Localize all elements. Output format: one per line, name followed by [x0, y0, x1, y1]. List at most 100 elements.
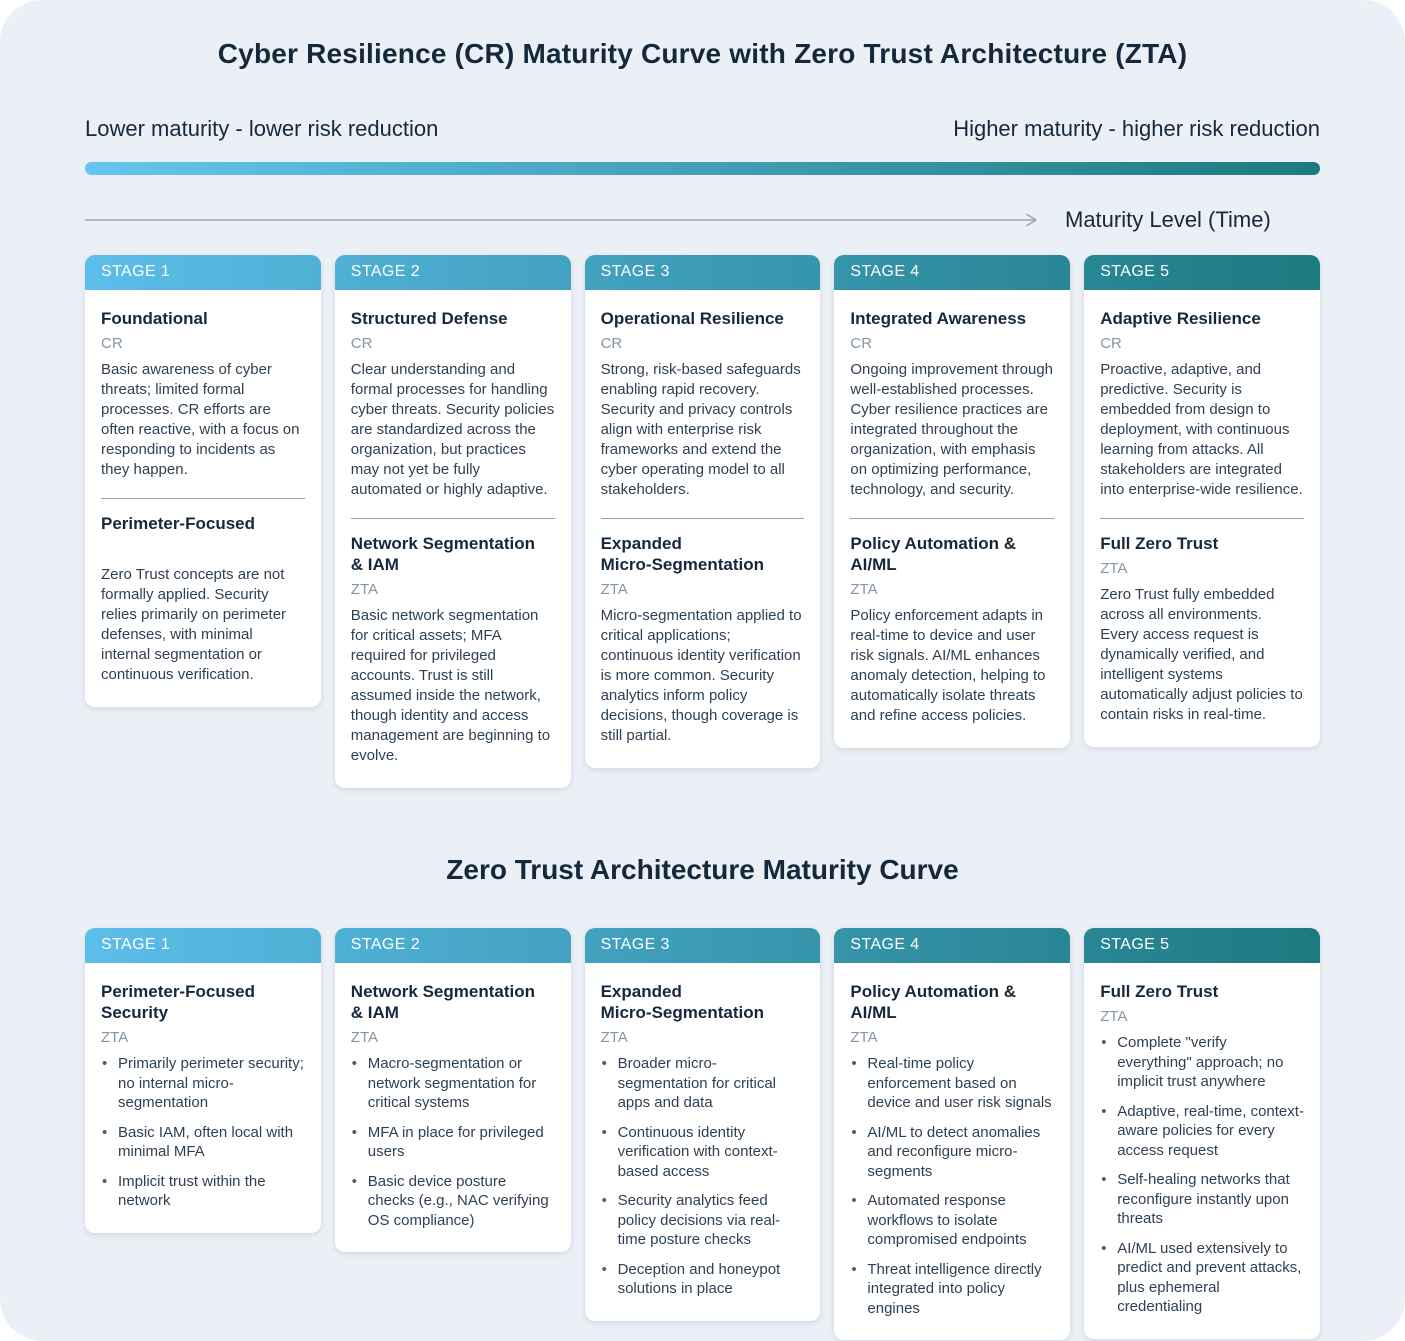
zta-stage-3-header: STAGE 3: [584, 927, 821, 963]
zta-block-text: Micro-segmentation applied to critical a…: [600, 607, 802, 744]
bullet-text: Threat intelligence directly integrated …: [867, 1260, 1042, 1317]
bullet-text: Deception and honeypot solutions in plac…: [617, 1260, 781, 1298]
zta-stage-title: Expanded Micro-Segmentation: [600, 981, 764, 1023]
bullet-item: Automated response workflows to isolate …: [850, 1191, 1054, 1250]
card-divider: [600, 517, 805, 519]
zta-tag: ZTA: [600, 581, 628, 599]
cr-stage-5-card: STAGE 5 Adaptive Resilience CR Proactive…: [1084, 255, 1320, 747]
card-divider: [101, 497, 305, 499]
zta-cards-row: STAGE 1 Perimeter-Focused Security ZTA P…: [85, 927, 1320, 1341]
bullet-text: Primarily perimeter security; no interna…: [118, 1055, 304, 1112]
cr-stage-1-body: Foundational CR Basic awareness of cyber…: [85, 290, 321, 707]
zta-bullet-list: Broader micro-segmentation for critical …: [601, 1054, 805, 1299]
zta-tag: ZTA: [850, 581, 878, 599]
zta-block-text: Zero Trust fully embedded across all env…: [1100, 586, 1303, 723]
stage-label: STAGE 1: [101, 263, 171, 280]
bullet-item: Basic IAM, often local with minimal MFA: [101, 1123, 305, 1162]
maturity-axis-arrow-icon: [85, 213, 1037, 227]
zta-tag: [101, 540, 305, 557]
zta-section-title: Zero Trust Architecture Maturity Curve: [446, 853, 959, 885]
cr-block-title: Operational Resilience: [600, 309, 784, 328]
cr-block-text: Basic awareness of cyber threats; limite…: [101, 361, 300, 478]
cr-stage-1-header: STAGE 1: [85, 255, 321, 290]
bullet-item: Deception and honeypot solutions in plac…: [601, 1260, 805, 1299]
bullet-text: AI/ML to detect anomalies and reconfigur…: [867, 1123, 1041, 1180]
cr-block-title: Integrated Awareness: [850, 309, 1027, 328]
zta-bullet-list: Primarily perimeter security; no interna…: [101, 1054, 305, 1211]
zta-tag: ZTA: [350, 1029, 379, 1047]
cr-stage-2-header: STAGE 2: [334, 255, 571, 290]
zta-tag: ZTA: [850, 1029, 878, 1047]
zta-stage-title: Policy Automation & AI/ML: [850, 981, 1016, 1023]
cr-stage-5-body: Adaptive Resilience CR Proactive, adapti…: [1084, 290, 1320, 747]
cr-tag: CR: [350, 335, 373, 353]
zta-stage-title: Network Segmentation & IAM: [350, 981, 535, 1023]
zta-bullet-list: Macro-segmentation or network segmentati…: [351, 1054, 555, 1230]
cr-block-text: Ongoing improvement through well-establi…: [850, 361, 1054, 498]
cr-stage-3-header: STAGE 3: [584, 255, 821, 290]
stage-label: STAGE 5: [1100, 263, 1170, 280]
bullet-text: Broader micro-segmentation for critical …: [617, 1055, 776, 1112]
zta-stage-1-card: STAGE 1 Perimeter-Focused Security ZTA P…: [85, 927, 321, 1233]
zta-tag: ZTA: [600, 1029, 628, 1047]
cr-tag: CR: [600, 335, 623, 353]
bullet-text: Real-time policy enforcement based on de…: [867, 1055, 1052, 1112]
stage-label: STAGE 2: [350, 935, 420, 953]
bullet-text: Adaptive, real-time, context-aware polic…: [1117, 1102, 1304, 1159]
cr-stage-4-header: STAGE 4: [834, 255, 1071, 290]
cr-tag: CR: [850, 335, 873, 353]
bullet-text: Complete "verify everything" approach; n…: [1117, 1034, 1284, 1091]
zta-stage-2-card: STAGE 2 Network Segmentation & IAM ZTA M…: [334, 927, 571, 1253]
zta-bullet-list: Real-time policy enforcement based on de…: [850, 1054, 1054, 1318]
cr-stage-4-card: STAGE 4 Integrated Awareness CR Ongoing …: [834, 255, 1071, 748]
bullet-item: Real-time policy enforcement based on de…: [850, 1054, 1054, 1113]
bullet-text: MFA in place for privileged users: [367, 1123, 544, 1161]
zta-block-text: Zero Trust concepts are not formally app…: [101, 566, 287, 683]
zta-block-text: Basic network segmentation for critical …: [350, 607, 551, 764]
zta-stage-2-header: STAGE 2: [334, 927, 571, 963]
card-divider: [350, 517, 555, 519]
bullet-text: AI/ML used extensively to predict and pr…: [1117, 1239, 1302, 1316]
bullet-item: Basic device posture checks (e.g., NAC v…: [351, 1172, 555, 1231]
stage-label: STAGE 4: [850, 935, 920, 953]
bullet-text: Self-healing networks that reconfigure i…: [1117, 1171, 1290, 1228]
bullet-item: Adaptive, real-time, context-aware polic…: [1100, 1102, 1304, 1161]
bullet-item: MFA in place for privileged users: [351, 1123, 555, 1162]
zta-block-title: Network Segmentation & IAM: [350, 533, 535, 575]
cr-stage-2-card: STAGE 2 Structured Defense CR Clear unde…: [334, 255, 571, 788]
bullet-item: AI/ML used extensively to predict and pr…: [1100, 1239, 1304, 1317]
stage-label: STAGE 4: [850, 263, 920, 280]
zta-stage-3-card: STAGE 3 Expanded Micro-Segmentation ZTA …: [584, 927, 821, 1321]
cr-stage-1-card: STAGE 1 Foundational CR Basic awareness …: [85, 255, 321, 707]
cr-block-text: Proactive, adaptive, and predictive. Sec…: [1100, 361, 1303, 498]
cr-tag: CR: [1100, 335, 1122, 353]
zta-block-text: Policy enforcement adapts in real-time t…: [850, 607, 1046, 724]
zta-stage-4-body: Policy Automation & AI/ML ZTA Real-time …: [834, 962, 1071, 1341]
card-divider: [850, 517, 1055, 519]
higher-maturity-label: Higher maturity - higher risk reduction: [953, 116, 1320, 141]
cr-stage-3-body: Operational Resilience CR Strong, risk-b…: [584, 290, 821, 768]
zta-block-title: Expanded Micro-Segmentation: [600, 533, 764, 575]
zta-tag: ZTA: [101, 1029, 129, 1047]
zta-stage-title: Perimeter-Focused Security: [101, 981, 255, 1023]
zta-block-title: Perimeter-Focused: [101, 513, 255, 533]
cr-tag: CR: [101, 335, 123, 353]
bullet-text: Macro-segmentation or network segmentati…: [367, 1055, 537, 1112]
zta-stage-5-body: Full Zero Trust ZTA Complete "verify eve…: [1084, 962, 1320, 1339]
zta-block-title: Policy Automation & AI/ML: [850, 533, 1016, 575]
bullet-item: Security analytics feed policy decisions…: [601, 1191, 805, 1250]
bullet-text: Automated response workflows to isolate …: [867, 1192, 1027, 1249]
stage-label: STAGE 2: [350, 263, 420, 280]
zta-stage-5-card: STAGE 5 Full Zero Trust ZTA Complete "ve…: [1084, 927, 1320, 1339]
bullet-item: Complete "verify everything" approach; n…: [1100, 1033, 1304, 1092]
card-divider: [1100, 517, 1304, 519]
maturity-axis-label: Maturity Level (Time): [1065, 207, 1271, 232]
stage-label: STAGE 3: [600, 263, 670, 280]
zta-stage-4-header: STAGE 4: [834, 927, 1071, 963]
lower-maturity-label: Lower maturity - lower risk reduction: [85, 116, 439, 141]
zta-stage-5-header: STAGE 5: [1084, 927, 1320, 963]
zta-stage-title: Full Zero Trust: [1100, 981, 1219, 1001]
cr-stage-4-body: Integrated Awareness CR Ongoing improvem…: [834, 290, 1071, 748]
bullet-item: Broader micro-segmentation for critical …: [601, 1054, 805, 1113]
